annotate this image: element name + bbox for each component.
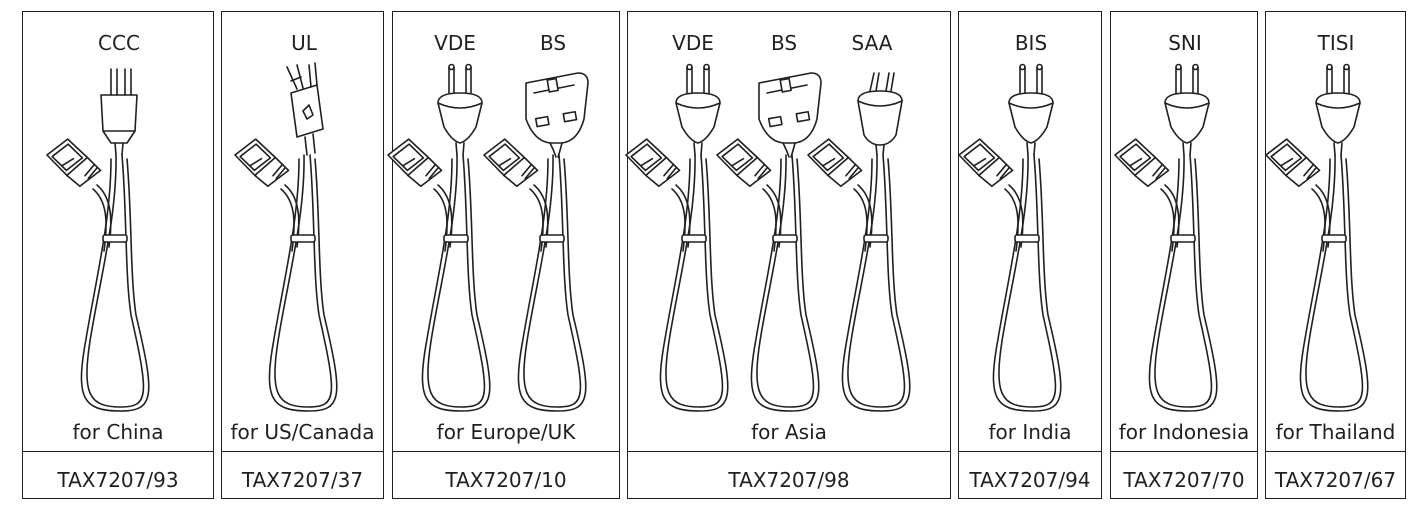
region-label: for US/Canada (230, 420, 375, 444)
cert-label: BS (539, 31, 567, 55)
power-cord-au-plug-icon (807, 72, 911, 412)
cert-label: SAA (851, 31, 893, 55)
model-number: TAX7207/67 (1274, 468, 1397, 492)
panel-divider (23, 451, 213, 452)
region-label: for Indonesia (1118, 420, 1250, 444)
region-label: for Europe/UK (436, 420, 576, 444)
power-cord-eu-plug-icon (625, 63, 729, 412)
cert-label: CCC (98, 31, 140, 55)
cert-label: BS (770, 31, 798, 55)
panel-india: BIS for India TAX7207/94 (958, 11, 1102, 499)
panel-divider (393, 451, 619, 452)
power-cord-cn-plug-icon (46, 68, 150, 412)
power-cord-id-plug-icon (1114, 63, 1218, 412)
model-number: TAX7207/37 (241, 468, 364, 492)
power-cord-eu-plug-icon (387, 63, 491, 412)
cert-label: VDE (434, 31, 476, 55)
model-number: TAX7207/98 (728, 468, 850, 492)
cert-label: BIS (1014, 31, 1048, 55)
panel-divider (628, 451, 950, 452)
region-label: for China (72, 420, 164, 444)
power-cord-uk-plug-icon (483, 72, 589, 412)
model-number: TAX7207/94 (969, 468, 1091, 492)
cert-label: VDE (672, 31, 714, 55)
panel-indonesia: SNI for Indonesia TAX7207/70 (1110, 11, 1258, 499)
cert-label: SNI (1168, 31, 1202, 55)
panel-thailand: TISI for Thailand TAX7207/67 (1265, 11, 1406, 499)
panel-divider (1266, 451, 1405, 452)
region-label: for Thailand (1275, 420, 1396, 444)
region-label: for India (988, 420, 1072, 444)
region-label: for Asia (751, 420, 827, 444)
panel-europe-uk: VDE BS for Europe/UK TAX7207/10 (387, 11, 620, 499)
panel-us-canada: UL for US/Canada TAX7207/37 (221, 11, 384, 499)
panel-divider (959, 451, 1101, 452)
panel-divider (222, 451, 383, 452)
panel-divider (1111, 451, 1257, 452)
model-number: TAX7207/10 (445, 468, 567, 492)
cert-label: TISI (1317, 31, 1355, 55)
power-cord-uk-plug-icon (716, 72, 822, 412)
panel-asia: VDE BS SAA for Asia TAX7207/98 (625, 11, 951, 499)
model-number: TAX7207/93 (57, 468, 179, 492)
power-cord-us-plug-icon (234, 62, 338, 412)
panel-china: CCC for China TAX7207/93 (22, 11, 214, 499)
power-cord-in-plug-icon (958, 63, 1062, 412)
cert-label: UL (291, 31, 317, 55)
power-cord-th-plug-icon (1265, 63, 1369, 412)
model-number: TAX7207/70 (1123, 468, 1245, 492)
